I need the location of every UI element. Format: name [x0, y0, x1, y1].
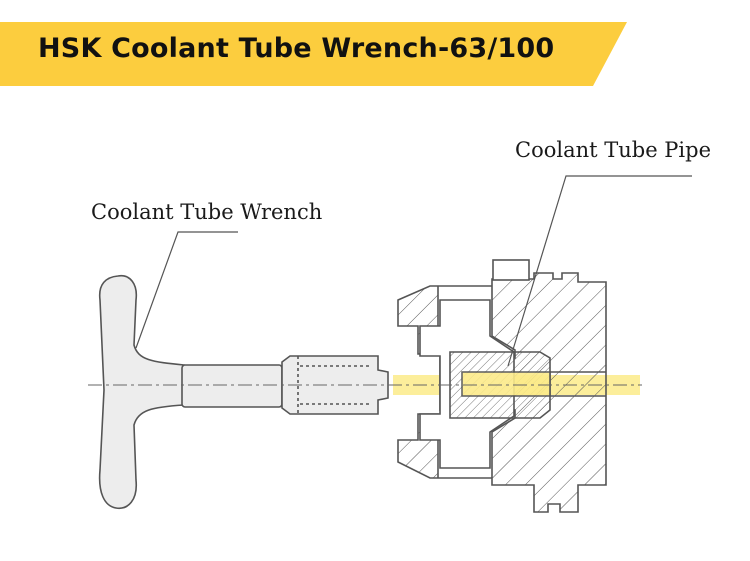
page-title: HSK Coolant Tube Wrench-63/100	[38, 33, 555, 64]
coolant-tube-wrench	[98, 275, 389, 509]
wrench-socket	[281, 355, 389, 415]
wrench-handle	[98, 275, 185, 509]
holder-top-notch	[492, 259, 530, 281]
title-banner: HSK Coolant Tube Wrench-63/100	[0, 0, 750, 96]
wrench-shaft	[181, 364, 283, 408]
label-coolant-tube-pipe: Coolant Tube Pipe	[515, 138, 712, 162]
banner-shape	[0, 22, 627, 86]
wrench-leader-line	[135, 231, 238, 349]
diagram-drawing	[88, 175, 692, 513]
wrench-diagram	[0, 96, 750, 556]
label-coolant-tube-wrench: Coolant Tube Wrench	[91, 200, 323, 224]
pipe-leader-line	[507, 175, 692, 367]
pipe-bore	[461, 371, 551, 397]
